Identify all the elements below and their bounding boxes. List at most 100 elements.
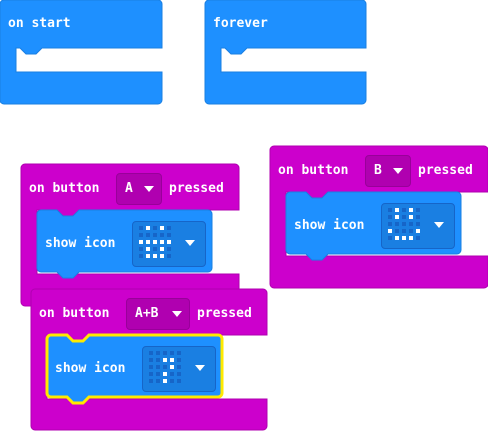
- led-1-3: [170, 358, 174, 362]
- led-2-1: [156, 365, 160, 369]
- button-b-dropdown[interactable]: B: [365, 155, 411, 187]
- led-3-1: [146, 247, 150, 251]
- show-icon-a-block[interactable]: show icon: [36, 209, 213, 279]
- button-a-dropdown-value: A: [125, 181, 133, 196]
- led-4-1: [146, 254, 150, 258]
- led-0-0: [139, 226, 143, 230]
- led-1-3: [409, 215, 413, 219]
- icon-picker-a[interactable]: [132, 221, 206, 267]
- led-0-0: [388, 208, 392, 212]
- led-1-0: [139, 233, 143, 237]
- led-2-4: [167, 240, 171, 244]
- forever-block[interactable]: forever: [204, 0, 367, 105]
- led-grid-a: [139, 226, 173, 260]
- chevron-down-icon: [393, 168, 403, 174]
- led-1-3: [160, 233, 164, 237]
- led-4-3: [409, 236, 413, 240]
- show-icon-a-label: show icon: [45, 236, 116, 251]
- button-b-dropdown-value: B: [374, 163, 382, 178]
- led-1-0: [388, 215, 392, 219]
- show-icon-ab-block[interactable]: show icon: [45, 333, 224, 405]
- led-2-4: [177, 365, 181, 369]
- led-3-0: [139, 247, 143, 251]
- led-3-1: [395, 229, 399, 233]
- led-3-0: [149, 372, 153, 376]
- on-button-a-suffix: pressed: [169, 181, 224, 196]
- led-4-0: [388, 236, 392, 240]
- led-1-4: [416, 215, 420, 219]
- led-4-3: [160, 254, 164, 258]
- icon-picker-ab[interactable]: [142, 346, 216, 392]
- on-button-b-block[interactable]: on button B pressed: [269, 145, 488, 289]
- button-ab-dropdown[interactable]: A+B: [126, 298, 190, 330]
- led-4-4: [416, 236, 420, 240]
- led-0-2: [163, 351, 167, 355]
- led-3-2: [153, 247, 157, 251]
- led-2-1: [146, 240, 150, 244]
- led-1-4: [167, 233, 171, 237]
- led-0-3: [170, 351, 174, 355]
- led-1-1: [395, 215, 399, 219]
- led-4-2: [402, 236, 406, 240]
- led-4-0: [149, 379, 153, 383]
- led-2-0: [139, 240, 143, 244]
- led-2-2: [402, 222, 406, 226]
- led-1-2: [402, 215, 406, 219]
- button-a-dropdown[interactable]: A: [116, 173, 162, 205]
- led-2-1: [395, 222, 399, 226]
- led-3-1: [156, 372, 160, 376]
- led-grid-b: [388, 208, 422, 242]
- led-0-1: [395, 208, 399, 212]
- led-0-3: [160, 226, 164, 230]
- led-4-4: [167, 254, 171, 258]
- led-0-1: [156, 351, 160, 355]
- led-2-2: [153, 240, 157, 244]
- led-4-2: [163, 379, 167, 383]
- on-button-ab-block[interactable]: on button A+B pressed: [30, 288, 268, 431]
- on-button-a-prefix: on button: [29, 181, 100, 196]
- led-3-4: [177, 372, 181, 376]
- on-start-shape: [0, 0, 163, 105]
- led-4-2: [153, 254, 157, 258]
- led-0-4: [167, 226, 171, 230]
- forever-label: forever: [213, 16, 268, 31]
- chevron-down-icon: [144, 186, 154, 192]
- on-button-ab-suffix: pressed: [197, 306, 252, 321]
- led-1-1: [146, 233, 150, 237]
- led-4-3: [170, 379, 174, 383]
- icon-picker-b[interactable]: [381, 203, 455, 249]
- led-0-0: [149, 351, 153, 355]
- led-3-3: [170, 372, 174, 376]
- led-3-2: [163, 372, 167, 376]
- chevron-down-icon: [185, 240, 195, 246]
- led-1-1: [156, 358, 160, 362]
- led-2-3: [409, 222, 413, 226]
- show-icon-ab-label: show icon: [55, 361, 126, 376]
- on-button-a-block[interactable]: on button A pressed: [20, 163, 240, 307]
- led-0-4: [177, 351, 181, 355]
- led-0-1: [146, 226, 150, 230]
- led-2-2: [163, 365, 167, 369]
- on-start-label: on start: [8, 16, 71, 31]
- chevron-down-icon: [172, 311, 182, 317]
- on-button-ab-shape: [30, 288, 268, 431]
- show-icon-b-block[interactable]: show icon: [285, 191, 462, 261]
- led-1-4: [177, 358, 181, 362]
- led-3-3: [160, 247, 164, 251]
- on-button-ab-prefix: on button: [39, 306, 110, 321]
- led-2-0: [388, 222, 392, 226]
- led-2-3: [160, 240, 164, 244]
- on-start-block[interactable]: on start: [0, 0, 163, 105]
- led-1-2: [163, 358, 167, 362]
- led-4-4: [177, 379, 181, 383]
- forever-shape: [204, 0, 367, 105]
- led-0-4: [416, 208, 420, 212]
- led-0-3: [409, 208, 413, 212]
- led-2-0: [149, 365, 153, 369]
- led-3-4: [167, 247, 171, 251]
- on-button-b-suffix: pressed: [418, 163, 473, 178]
- led-4-0: [139, 254, 143, 258]
- led-2-4: [416, 222, 420, 226]
- show-icon-b-label: show icon: [294, 218, 365, 233]
- led-grid-ab: [149, 351, 183, 385]
